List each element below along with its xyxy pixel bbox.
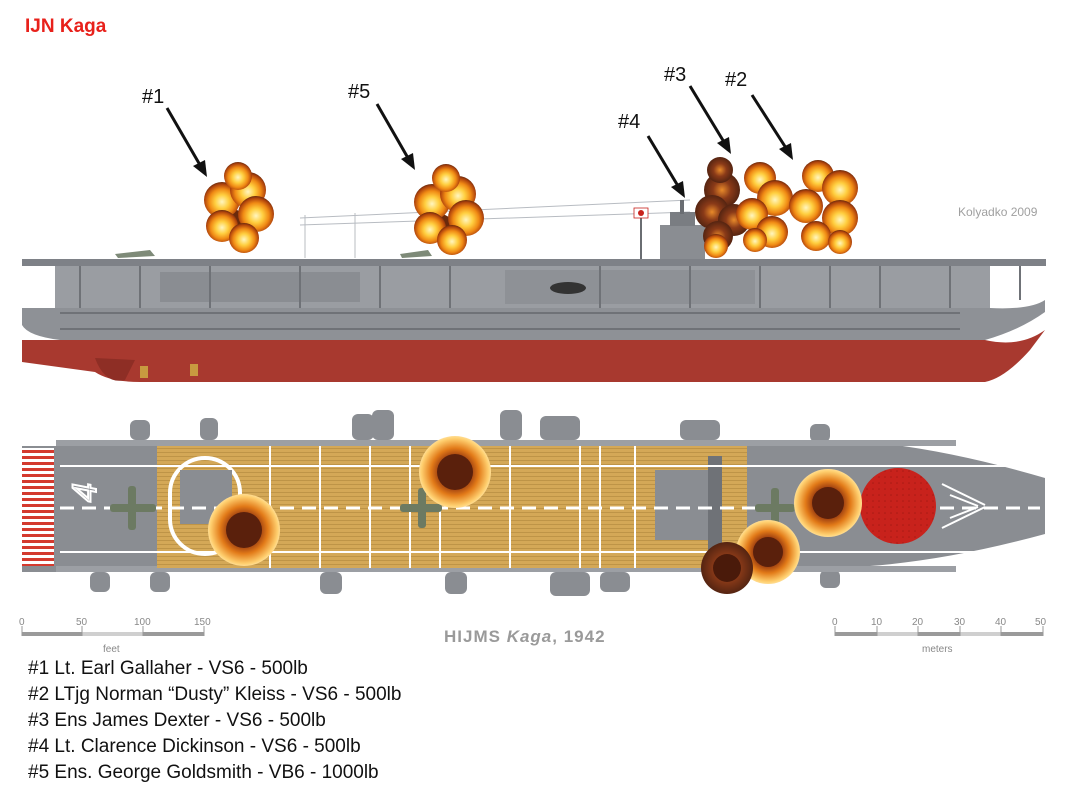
hit-label-4: #4 bbox=[618, 111, 640, 133]
hinomaru bbox=[860, 468, 936, 544]
explosion-top-4 bbox=[701, 542, 753, 594]
meters-unit: meters bbox=[922, 644, 953, 655]
meters-tick-40: 40 bbox=[995, 617, 1007, 628]
caption-prefix: HIJMS bbox=[444, 627, 507, 646]
feet-tick-150: 150 bbox=[194, 617, 211, 628]
meters-tick-50: 50 bbox=[1035, 617, 1047, 628]
feet-tick-50: 50 bbox=[76, 617, 88, 628]
hull-lower bbox=[22, 330, 1045, 382]
hit-label-3: #3 bbox=[664, 64, 686, 86]
explosion-profile-3 bbox=[736, 162, 793, 252]
hit-arrows bbox=[165, 85, 793, 198]
meters-tick-20: 20 bbox=[912, 617, 924, 628]
top-view: 4 bbox=[22, 410, 1045, 596]
explosion-profile-5 bbox=[414, 164, 484, 255]
page-title: IJN Kaga bbox=[25, 16, 107, 37]
hit-legend: #1 Lt. Earl Gallaher - VS6 - 500lb #2 LT… bbox=[28, 656, 401, 786]
meters-tick-30: 30 bbox=[954, 617, 966, 628]
meters-tick-10: 10 bbox=[871, 617, 883, 628]
hit-label-1: #1 bbox=[142, 86, 164, 108]
feet-unit: feet bbox=[103, 644, 120, 655]
artist-credit: Kolyadko 2009 bbox=[958, 205, 1038, 219]
legend-item-2: #2 LTjg Norman “Dusty” Kleiss - VS6 - 50… bbox=[28, 684, 402, 705]
legend-item-3: #3 Ens James Dexter - VS6 - 500lb bbox=[28, 710, 326, 731]
explosion-top-5 bbox=[419, 436, 491, 508]
feet-tick-0: 0 bbox=[19, 617, 25, 628]
explosion-profile-2 bbox=[789, 160, 858, 254]
island bbox=[633, 200, 705, 259]
meters-scale: 0 10 20 30 40 50 meters bbox=[832, 617, 1047, 655]
hull-number: 4 bbox=[66, 483, 104, 502]
hit-label-5: #5 bbox=[348, 81, 370, 103]
feet-scale: 0 50 100 150 feet bbox=[19, 617, 211, 655]
caption-suffix: , 1942 bbox=[552, 627, 605, 646]
stern-stripes bbox=[22, 448, 54, 566]
side-profile: #1 #5 #3 #2 #4 Kolyadko 2009 bbox=[22, 64, 1046, 382]
explosion-top-2 bbox=[794, 469, 862, 537]
hit-label-2: #2 bbox=[725, 69, 747, 91]
flight-deck-profile bbox=[22, 259, 1046, 266]
feet-tick-100: 100 bbox=[134, 617, 151, 628]
legend-item-5: #5 Ens. George Goldsmith - VB6 - 1000lb bbox=[28, 762, 379, 783]
explosion-top-1 bbox=[208, 494, 280, 566]
explosion-profile-1 bbox=[204, 162, 274, 253]
legend-item-1: #1 Lt. Earl Gallaher - VS6 - 500lb bbox=[28, 658, 308, 679]
meters-tick-0: 0 bbox=[832, 617, 838, 628]
legend-item-4: #4 Lt. Clarence Dickinson - VS6 - 500lb bbox=[28, 736, 361, 757]
ship-caption: HIJMS Kaga, 1942 bbox=[444, 627, 606, 646]
caption-ship-name: Kaga bbox=[507, 627, 553, 646]
